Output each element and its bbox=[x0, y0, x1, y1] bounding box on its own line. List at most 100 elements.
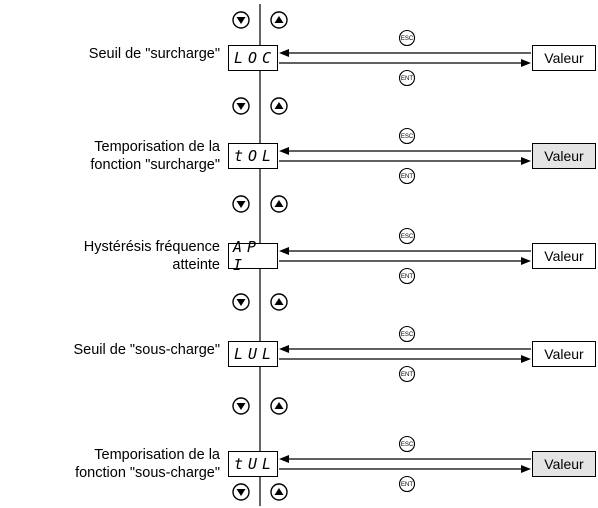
ent-key-button[interactable]: ENT bbox=[398, 365, 416, 383]
value-box[interactable]: Valeur bbox=[532, 243, 596, 269]
parameter-label-line: fonction "surcharge" bbox=[90, 157, 220, 173]
nav-button-pair bbox=[232, 97, 288, 115]
parameter-label: Seuil de "sous-charge" bbox=[73, 341, 220, 359]
parameter-code: tUL bbox=[233, 455, 277, 473]
triangle-down-icon bbox=[236, 103, 246, 110]
down-arrow-button[interactable] bbox=[232, 11, 250, 29]
arrow-right-icon bbox=[521, 355, 531, 363]
value-box[interactable]: Valeur bbox=[532, 451, 596, 477]
nav-button-pair bbox=[232, 293, 288, 311]
down-arrow-button[interactable] bbox=[232, 483, 250, 501]
triangle-up-icon bbox=[274, 200, 284, 207]
arrow-right-icon bbox=[521, 59, 531, 67]
triangle-down-icon bbox=[236, 17, 246, 24]
esc-key-button[interactable]: ESC bbox=[398, 435, 416, 453]
key-circle bbox=[398, 127, 416, 145]
arrow-left-icon bbox=[279, 49, 289, 57]
down-arrow-button[interactable] bbox=[232, 293, 250, 311]
parameter-label-line: Temporisation de la bbox=[94, 139, 220, 155]
arrow-right-icon bbox=[521, 157, 531, 165]
key-circle bbox=[398, 267, 416, 285]
triangle-down-icon bbox=[236, 403, 246, 410]
key-label: ESC bbox=[401, 134, 414, 140]
key-label: ESC bbox=[401, 234, 414, 240]
key-circle bbox=[398, 325, 416, 343]
down-arrow-button[interactable] bbox=[232, 97, 250, 115]
ent-key-button[interactable]: ENT bbox=[398, 69, 416, 87]
key-label: ENT bbox=[401, 76, 413, 82]
key-label: ENT bbox=[401, 482, 413, 488]
up-arrow-button[interactable] bbox=[270, 97, 288, 115]
down-arrow-button[interactable] bbox=[232, 195, 250, 213]
parameter-display[interactable]: LOC bbox=[228, 45, 278, 71]
triangle-down-icon bbox=[236, 201, 246, 208]
esc-key-button[interactable]: ESC bbox=[398, 29, 416, 47]
arrow-left-icon bbox=[279, 147, 289, 155]
key-label: ENT bbox=[401, 174, 413, 180]
nav-button-pair bbox=[232, 397, 288, 415]
value-box[interactable]: Valeur bbox=[532, 143, 596, 169]
parameter-display[interactable]: tUL bbox=[228, 451, 278, 477]
ent-key-button[interactable]: ENT bbox=[398, 167, 416, 185]
down-arrow-button[interactable] bbox=[232, 397, 250, 415]
key-circle bbox=[398, 167, 416, 185]
nav-button-pair bbox=[232, 11, 288, 29]
triangle-up-icon bbox=[274, 488, 284, 495]
key-circle bbox=[398, 69, 416, 87]
key-label: ENT bbox=[401, 274, 413, 280]
parameter-label-line: Hystérésis fréquence bbox=[83, 239, 220, 255]
triangle-up-icon bbox=[274, 16, 284, 23]
up-arrow-button[interactable] bbox=[270, 195, 288, 213]
arrow-left-icon bbox=[279, 455, 289, 463]
ent-key-button[interactable]: ENT bbox=[398, 475, 416, 493]
arrow-right-icon bbox=[521, 465, 531, 473]
parameter-display[interactable]: tOL bbox=[228, 143, 278, 169]
parameter-code: LUL bbox=[233, 345, 277, 363]
parameter-code: AP I bbox=[233, 238, 262, 274]
triangle-up-icon bbox=[274, 402, 284, 409]
parameter-label: Temporisation de la fonction "surcharge" bbox=[90, 138, 220, 174]
value-box[interactable]: Valeur bbox=[532, 341, 596, 367]
triangle-down-icon bbox=[236, 299, 246, 306]
up-arrow-button[interactable] bbox=[270, 11, 288, 29]
key-label: ESC bbox=[401, 442, 414, 448]
triangle-up-icon bbox=[274, 102, 284, 109]
parameter-code: LOC bbox=[233, 49, 277, 67]
esc-key-button[interactable]: ESC bbox=[398, 325, 416, 343]
arrow-right-icon bbox=[521, 257, 531, 265]
parameter-label: Temporisation de la fonction "sous-charge… bbox=[75, 446, 220, 482]
ent-key-button[interactable]: ENT bbox=[398, 267, 416, 285]
up-arrow-button[interactable] bbox=[270, 483, 288, 501]
key-circle bbox=[398, 435, 416, 453]
key-circle bbox=[398, 365, 416, 383]
triangle-up-icon bbox=[274, 298, 284, 305]
parameter-label-line: atteinte bbox=[172, 257, 220, 273]
key-circle bbox=[398, 29, 416, 47]
parameter-label-line: fonction "sous-charge" bbox=[75, 465, 220, 481]
parameter-label-line: Seuil de "sous-charge" bbox=[73, 342, 220, 358]
key-circle bbox=[398, 475, 416, 493]
esc-key-button[interactable]: ESC bbox=[398, 227, 416, 245]
arrow-left-icon bbox=[279, 247, 289, 255]
key-circle bbox=[398, 227, 416, 245]
key-label: ESC bbox=[401, 36, 414, 42]
up-arrow-button[interactable] bbox=[270, 397, 288, 415]
parameter-label-line: Temporisation de la bbox=[94, 447, 220, 463]
parameter-label-line: Seuil de "surcharge" bbox=[88, 46, 220, 62]
parameter-display[interactable]: AP I bbox=[228, 238, 278, 274]
esc-key-button[interactable]: ESC bbox=[398, 127, 416, 145]
parameter-label: Seuil de "surcharge" bbox=[89, 45, 220, 63]
up-arrow-button[interactable] bbox=[270, 293, 288, 311]
nav-button-pair bbox=[232, 483, 288, 501]
parameter-display[interactable]: LUL bbox=[228, 341, 278, 367]
nav-button-pair bbox=[232, 195, 288, 213]
key-label: ESC bbox=[401, 332, 414, 338]
parameter-label: Hystérésis fréquence atteinte bbox=[84, 238, 220, 274]
triangle-down-icon bbox=[236, 489, 246, 496]
key-label: ENT bbox=[401, 372, 413, 378]
parameter-code: tOL bbox=[233, 147, 277, 165]
value-box[interactable]: Valeur bbox=[532, 45, 596, 71]
arrow-left-icon bbox=[279, 345, 289, 353]
